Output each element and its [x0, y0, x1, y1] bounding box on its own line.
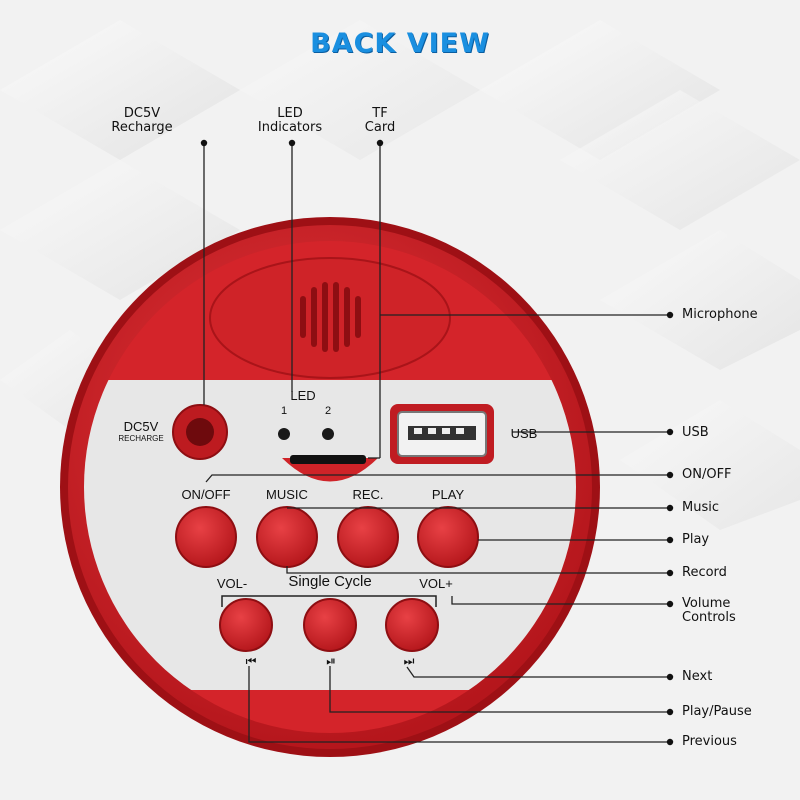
panel-dc-sub: RECHARGE: [118, 434, 164, 443]
callout-volume-controls: Volume Controls: [682, 597, 736, 625]
panel-led-2: 2: [324, 405, 332, 417]
callout-usb: USB: [682, 425, 709, 440]
panel-dc-label: DC5V: [123, 419, 159, 434]
playpause-button[interactable]: [303, 598, 357, 652]
callout-tf-card: TF Card: [355, 107, 405, 135]
led-2: [322, 428, 334, 440]
panel-vol-plus-label: VOL+: [419, 576, 453, 591]
panel-btn-rec-label: REC.: [352, 487, 384, 502]
microphone-housing: [209, 257, 451, 379]
onoff-button[interactable]: [175, 506, 237, 568]
callout-tf-line2: Card: [364, 120, 396, 135]
vol-minus-button[interactable]: [219, 598, 273, 652]
callout-tf-line1: TF: [372, 106, 388, 121]
page-title: BACK VIEW: [310, 28, 490, 59]
tf-card-slot: [290, 455, 366, 464]
led-1: [278, 428, 290, 440]
vol-plus-button[interactable]: [385, 598, 439, 652]
next-icon: ⏭: [403, 654, 415, 668]
callout-microphone: Microphone: [682, 307, 758, 322]
play-button[interactable]: [417, 506, 479, 568]
callout-lines: [203, 143, 670, 743]
dc-jack-hole: [186, 418, 214, 446]
usb-port-pins: [414, 428, 464, 434]
callout-dots: [200, 139, 674, 746]
callout-led-indicators: LED Indicators: [247, 107, 333, 135]
callout-record: Record: [682, 565, 727, 580]
callout-play: Play: [682, 532, 710, 547]
panel-vol-minus-label: VOL-: [216, 576, 248, 591]
callout-led-line2: Indicators: [257, 120, 323, 135]
callout-music: Music: [682, 500, 719, 515]
panel-usb-label: USB: [510, 426, 538, 441]
microphone-grille: [300, 282, 361, 352]
callout-dc-line2: Recharge: [111, 120, 173, 135]
music-button[interactable]: [256, 506, 318, 568]
rec-button[interactable]: [337, 506, 399, 568]
playpause-icon: ⏯: [326, 654, 336, 668]
prev-icon: ⏮: [245, 654, 257, 668]
volume-bracket: [221, 595, 437, 607]
panel-btn-music-label: MUSIC: [266, 487, 308, 502]
panel-btn-play-label: PLAY: [431, 487, 465, 502]
panel-single-cycle-label: Single Cycle: [288, 573, 372, 590]
callout-playpause: Play/Pause: [682, 704, 752, 719]
panel-led-1: 1: [280, 405, 288, 417]
panel-btn-onoff-label: ON/OFF: [181, 487, 231, 502]
callout-previous: Previous: [682, 734, 737, 749]
callout-dc-recharge: DC5V Recharge: [100, 107, 184, 135]
panel-led-label: LED: [290, 388, 316, 403]
callout-next: Next: [682, 669, 713, 684]
callout-onoff: ON/OFF: [682, 467, 732, 482]
callout-volume-line2: Controls: [682, 610, 736, 625]
callout-volume-line1: Volume: [682, 596, 731, 611]
callout-led-line1: LED: [277, 106, 303, 121]
callout-dc-line1: DC5V: [123, 106, 161, 121]
